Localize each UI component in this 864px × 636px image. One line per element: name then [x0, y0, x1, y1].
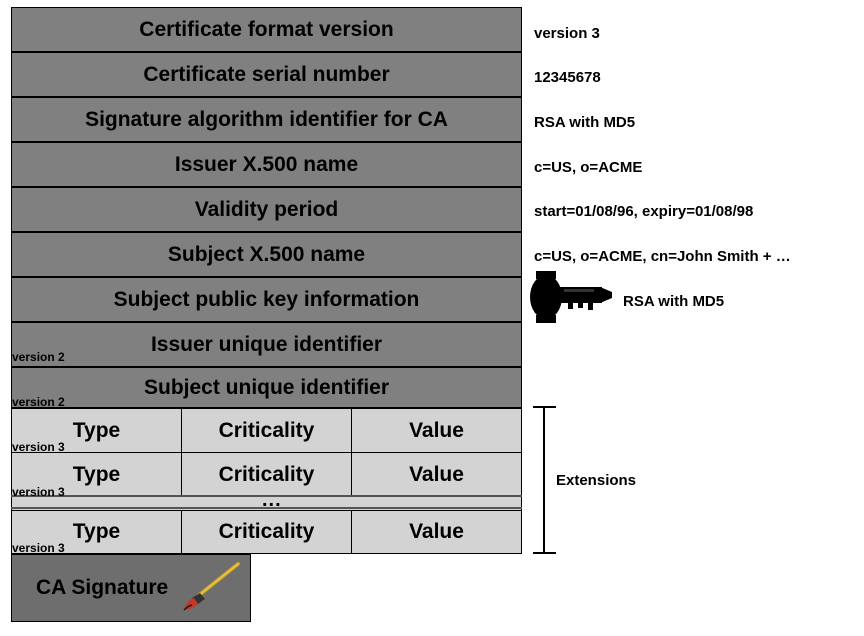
- ca-signature-label: CA Signature: [36, 576, 169, 599]
- field-label: Signature algorithm identifier for CA: [85, 107, 448, 131]
- extension-value-cell: Value: [351, 452, 522, 497]
- extension-gap: [11, 496, 522, 510]
- version-tag: version 2: [12, 350, 65, 364]
- brush-icon: [183, 562, 240, 611]
- field-signature-algorithm: Signature algorithm identifier for CA: [11, 97, 522, 142]
- field-label: Subject public key information: [113, 287, 420, 311]
- value-subject-name: c=US, o=ACME, cn=John Smith + …: [534, 248, 791, 265]
- field-label: Certificate format version: [139, 17, 394, 41]
- field-subject-public-key: Subject public key information: [11, 277, 522, 322]
- field-serial-number: Certificate serial number: [11, 52, 522, 97]
- field-subject-name: Subject X.500 name: [11, 232, 522, 277]
- field-issuer-unique-id: Issuer unique identifier: [11, 322, 522, 367]
- key-icon: [530, 271, 612, 323]
- version-tag: version 3: [12, 440, 65, 454]
- extension-separator-line: [11, 495, 522, 497]
- extension-criticality-cell: Criticality: [181, 510, 352, 554]
- extension-criticality-cell: Criticality: [181, 452, 352, 497]
- field-label: Issuer X.500 name: [174, 152, 359, 176]
- field-issuer-name: Issuer X.500 name: [11, 142, 522, 187]
- extension-value-cell: Value: [351, 510, 522, 554]
- extension-ellipsis: ...: [262, 489, 282, 511]
- field-validity-period: Validity period: [11, 187, 522, 232]
- version-tag: version 3: [12, 485, 65, 499]
- field-subject-unique-id: Subject unique identifier: [11, 367, 522, 408]
- value-serial-number: 12345678: [534, 69, 601, 86]
- field-label: Subject X.500 name: [167, 242, 366, 266]
- value-format-version: version 3: [534, 25, 600, 42]
- extension-type-cell: Type: [11, 408, 182, 453]
- value-issuer-name: c=US, o=ACME: [534, 159, 643, 176]
- value-signature-algorithm: RSA with MD5: [534, 114, 636, 131]
- extensions-label: Extensions: [556, 472, 637, 489]
- field-label: Certificate serial number: [143, 62, 390, 86]
- extension-type-cell: Type: [11, 510, 182, 554]
- field-format-version: Certificate format version: [11, 7, 522, 52]
- field-label: Validity period: [194, 197, 339, 221]
- extension-value-cell: Value: [351, 408, 522, 453]
- extensions-bracket: [533, 406, 556, 554]
- version-tag: version 3: [12, 541, 65, 555]
- value-public-key: RSA with MD5: [623, 293, 725, 310]
- extension-separator-line: [11, 507, 522, 509]
- field-label: Subject unique identifier: [143, 375, 390, 399]
- extension-criticality-cell: Criticality: [181, 408, 352, 453]
- value-validity-period: start=01/08/96, expiry=01/08/98: [534, 203, 754, 220]
- version-tag: version 2: [12, 395, 65, 409]
- field-label: Issuer unique identifier: [150, 332, 383, 356]
